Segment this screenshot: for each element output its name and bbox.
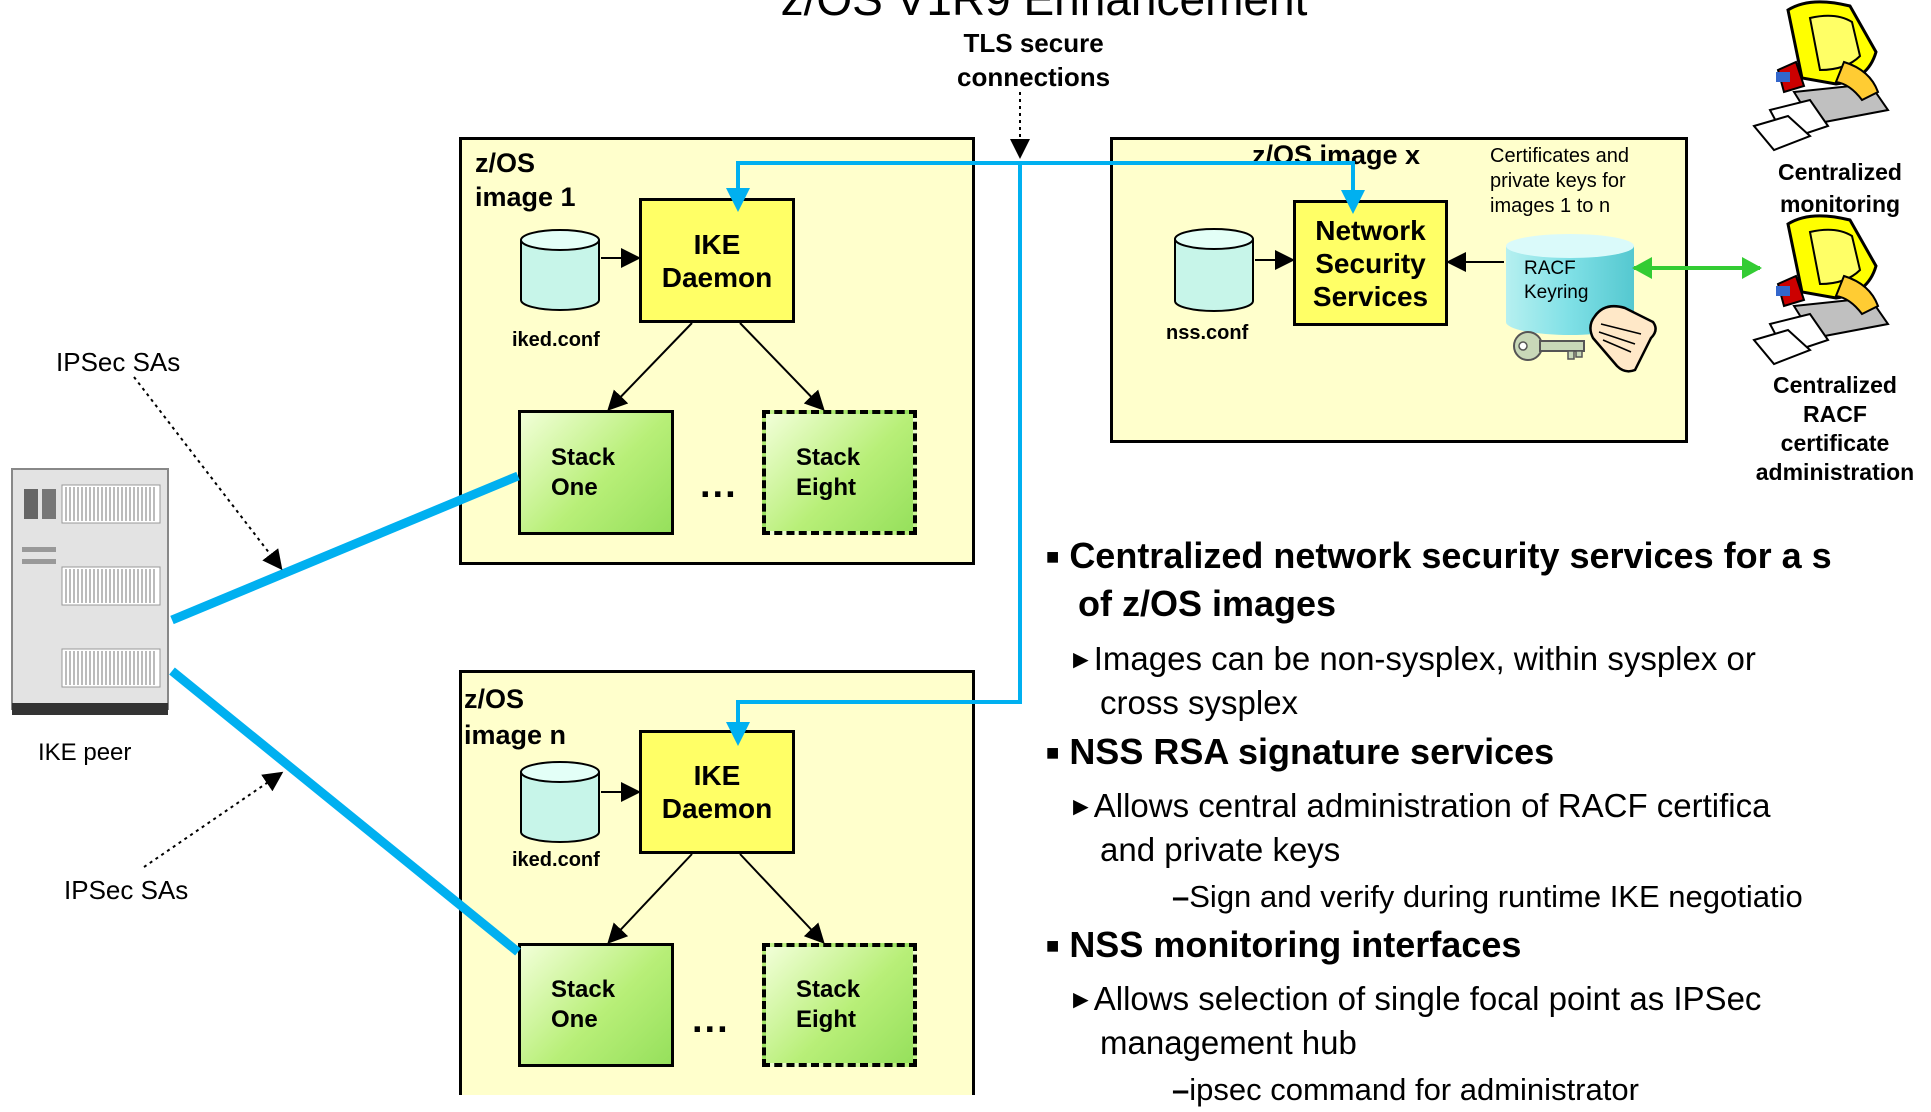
- bullet-2-sub-line2: and private keys: [1100, 831, 1341, 868]
- ike-daemon-n-line2: Daemon: [661, 793, 773, 824]
- keyring-line1: RACF: [1524, 258, 1576, 279]
- ike-peer-server-icon: [11, 468, 169, 715]
- bullet-3-subsub-line1: ipsec command for administrator: [1189, 1072, 1639, 1107]
- zos-image-n-title: z/OS image n: [464, 681, 566, 753]
- ipsec-sas-bottom-label: IPSec SAs: [64, 875, 189, 905]
- zos-image-1-title-line2: image 1: [475, 182, 576, 212]
- zos-image-1-title-line1: z/OS: [475, 148, 536, 178]
- keyring-line2: Keyring: [1524, 282, 1589, 303]
- stack-ellipsis-n: ...: [692, 999, 730, 1041]
- key-icon: [1513, 331, 1585, 361]
- monitoring-line1: Centralized: [1778, 159, 1902, 185]
- tls-connector-imagen: [726, 163, 1022, 746]
- certs-note-line2: private keys for: [1490, 170, 1626, 192]
- arrow-bullet-icon: ►: [1068, 984, 1094, 1014]
- racf-admin-computer-icon: [1752, 214, 1890, 366]
- certificate-icon: [1589, 305, 1657, 373]
- ike-daemon-1-line1: IKE: [693, 228, 741, 260]
- bullet-3-line1: NSS monitoring interfaces: [1069, 924, 1522, 965]
- racf-keyring-label: RACF Keyring: [1524, 257, 1588, 305]
- stack-eight-1-line1: Stack: [796, 443, 861, 471]
- tls-label: TLS secure connections: [957, 26, 1110, 94]
- iked-conf-label-1: iked.conf: [512, 329, 600, 351]
- tls-label-line2: connections: [957, 62, 1111, 92]
- racf-admin-line4: administration: [1755, 459, 1915, 485]
- nss-line1: Network: [1315, 214, 1426, 246]
- nss-line2: Security: [1315, 247, 1426, 279]
- bullet-2-subsub: –Sign and verify during runtime IKE nego…: [1172, 875, 1803, 919]
- zos-image-n-title-line1: z/OS: [464, 684, 525, 714]
- ike-peer-label: IKE peer: [38, 739, 132, 766]
- bullet-2-line1: NSS RSA signature services: [1069, 731, 1555, 772]
- square-bullet-icon: ■: [1046, 933, 1060, 958]
- bullet-1: ■ Centralized network security services …: [1046, 532, 1832, 627]
- stack-eight-n-line2: Eight: [796, 1006, 856, 1033]
- stack-eight-1-line2: Eight: [796, 473, 856, 501]
- bullet-2: ■ NSS RSA signature services: [1046, 728, 1554, 776]
- certs-note-line1: Certificates and: [1490, 145, 1629, 167]
- racf-admin-line2: RACF: [1803, 401, 1867, 427]
- centralized-monitoring-label: Centralized monitoring: [1760, 156, 1920, 220]
- bullet-1-line2: of z/OS images: [1078, 583, 1337, 624]
- stack-one-1-line1: Stack: [551, 443, 616, 471]
- bullet-2-subsub-line1: Sign and verify during runtime IKE negot…: [1189, 879, 1803, 914]
- zos-image-1-title: z/OS image 1: [475, 146, 576, 214]
- bullet-3-sub-line2: management hub: [1100, 1024, 1357, 1061]
- ike-daemon-n-line1: IKE: [693, 760, 741, 791]
- stack-eight-n-line1: Stack: [796, 976, 861, 1003]
- arrow-bullet-icon: ►: [1068, 644, 1094, 674]
- bullet-2-sub-line1: Allows central administration of RACF ce…: [1093, 787, 1771, 824]
- monitoring-computer-icon: [1752, 0, 1890, 152]
- tls-connector-image1: [726, 161, 1020, 212]
- square-bullet-icon: ■: [1046, 544, 1060, 569]
- iked-conf-cylinder-1: [520, 229, 600, 311]
- bullet-3-sub: ►Allows selection of single focal point …: [1068, 977, 1761, 1065]
- page-title: z/OS V1R9 Enhancement: [0, 0, 1931, 26]
- stack-ellipsis-1: ...: [700, 464, 738, 506]
- ike-daemon-1-line2: Daemon: [661, 261, 773, 293]
- bullet-1-line1: Centralized network security services fo…: [1069, 535, 1832, 576]
- certs-note: Certificates and private keys for images…: [1490, 144, 1629, 219]
- nss-conf-label: nss.conf: [1166, 322, 1249, 344]
- zos-image-n-title-line2: image n: [464, 720, 567, 750]
- network-security-services[interactable]: Network Security Services: [1293, 200, 1448, 326]
- bullet-2-sub: ►Allows central administration of RACF c…: [1068, 784, 1770, 872]
- racf-admin-line1: Centralized: [1773, 372, 1897, 398]
- ipsec-pointer-top: [133, 376, 283, 571]
- nss-line3: Services: [1312, 280, 1429, 312]
- bullet-3-sub-line1: Allows selection of single focal point a…: [1093, 980, 1762, 1017]
- square-bullet-icon: ■: [1046, 740, 1060, 765]
- bullet-1-sub-line1: Images can be non-sysplex, within sysple…: [1093, 640, 1756, 677]
- iked-conf-cylinder-n: [520, 761, 600, 843]
- arrow-bullet-icon: ►: [1068, 791, 1094, 821]
- ipsec-sas-top-label: IPSec SAs: [56, 347, 181, 377]
- iked-conf-label-n: iked.conf: [512, 849, 600, 871]
- tls-connector-imagex: [1020, 161, 1365, 214]
- stack-one-n-line1: Stack: [551, 976, 616, 1003]
- ipsec-link-image1: [170, 471, 520, 625]
- bullet-3-subsub: –ipsec command for administrator: [1172, 1068, 1639, 1112]
- centralized-racf-label: Centralized RACF certificate administrat…: [1740, 371, 1930, 487]
- certs-note-line3: images 1 to n: [1490, 195, 1611, 217]
- bullet-3: ■ NSS monitoring interfaces: [1046, 921, 1521, 969]
- monitoring-line2: monitoring: [1779, 191, 1901, 217]
- stack-one-1-line2: One: [551, 473, 598, 501]
- dash-bullet-icon: –: [1172, 1072, 1190, 1107]
- racf-admin-line3: certificate: [1780, 430, 1890, 456]
- ipsec-pointer-bottom: [143, 771, 284, 868]
- stack-one-n-line2: One: [551, 1006, 598, 1033]
- nss-conf-cylinder: [1174, 228, 1254, 312]
- dash-bullet-icon: –: [1172, 879, 1190, 914]
- bullet-1-sub: ►Images can be non-sysplex, within syspl…: [1068, 637, 1756, 725]
- ipsec-link-imagen: [169, 667, 521, 956]
- tls-label-line1: TLS secure: [963, 28, 1104, 58]
- bullet-1-sub-line2: cross sysplex: [1100, 684, 1299, 721]
